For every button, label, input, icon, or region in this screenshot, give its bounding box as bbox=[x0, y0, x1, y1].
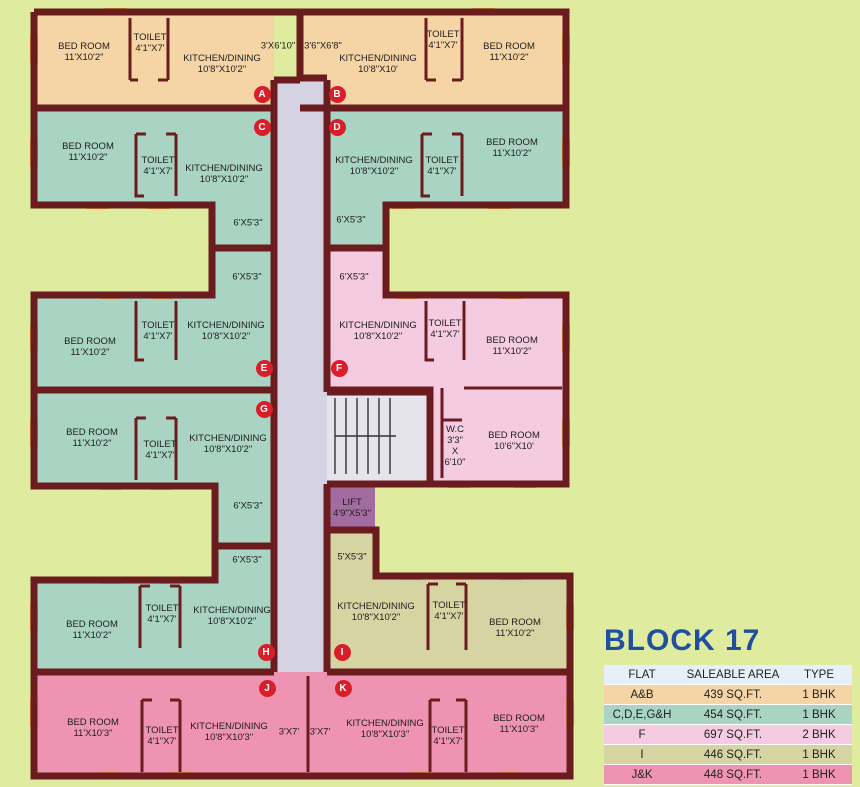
balcony-d: 6'X5'3" bbox=[336, 214, 366, 226]
inner-walls bbox=[128, 18, 562, 772]
lobby-a: 3'X6'10" bbox=[260, 40, 296, 52]
legend-type: 1 BHK bbox=[786, 704, 852, 725]
flat-g-area bbox=[34, 392, 274, 546]
balcony-c: 6'X5'3" bbox=[233, 217, 263, 229]
lobby-j: 3'X7' bbox=[278, 726, 300, 738]
legend-area: 697 SQ.FT. bbox=[680, 724, 786, 745]
balcony-i: 5'X5'3" bbox=[337, 551, 367, 563]
legend-type: 1 BHK bbox=[786, 764, 852, 785]
marker-k: K bbox=[334, 679, 352, 697]
corridor bbox=[274, 80, 327, 672]
legend-flat: F bbox=[604, 724, 680, 745]
legend-flat: A&B bbox=[604, 684, 680, 705]
legend-header-area: SALEABLE AREA bbox=[680, 665, 786, 685]
marker-b: B bbox=[328, 85, 346, 103]
marker-f: F bbox=[330, 359, 348, 377]
marker-j: J bbox=[258, 679, 276, 697]
legend-type: 1 BHK bbox=[786, 684, 852, 705]
legend-header-type: TYPE bbox=[786, 665, 852, 685]
balcony-g: 6'X5'3" bbox=[233, 500, 263, 512]
flat-h-area bbox=[34, 548, 274, 670]
flat-fills bbox=[34, 12, 570, 776]
flat-a-area bbox=[34, 12, 274, 108]
flat-d-area bbox=[327, 108, 566, 248]
marker-g: G bbox=[255, 400, 273, 418]
flat-f-area bbox=[327, 250, 566, 484]
legend-area: 454 SQ.FT. bbox=[680, 704, 786, 725]
marker-a: A bbox=[253, 85, 271, 103]
lobby-b: 3'6"X6'8" bbox=[304, 40, 342, 52]
marker-h: H bbox=[257, 643, 275, 661]
flat-i-area bbox=[327, 530, 570, 670]
legend-header-flat: FLAT bbox=[604, 665, 680, 685]
legend-flat: C,D,E,G&H bbox=[604, 704, 680, 725]
legend-area: 439 SQ.FT. bbox=[680, 684, 786, 705]
legend-area: 448 SQ.FT. bbox=[680, 764, 786, 785]
legend-type: 1 BHK bbox=[786, 744, 852, 765]
legend-flat: I bbox=[604, 744, 680, 765]
flat-k-area bbox=[308, 672, 570, 776]
balcony-f: 6'X5'3" bbox=[339, 271, 369, 283]
legend-flat: J&K bbox=[604, 764, 680, 785]
block-title: BLOCK 17 bbox=[604, 624, 761, 657]
balcony-e: 6'X5'3" bbox=[232, 271, 262, 283]
marker-d: D bbox=[328, 118, 346, 136]
lift-shaft bbox=[328, 487, 375, 529]
legend-type: 2 BHK bbox=[786, 724, 852, 745]
marker-i: I bbox=[333, 643, 351, 661]
walls bbox=[30, 8, 574, 780]
marker-c: C bbox=[253, 118, 271, 136]
lobby-k: 3'X7' bbox=[309, 726, 331, 738]
marker-e: E bbox=[255, 359, 273, 377]
stair-treads bbox=[334, 398, 396, 474]
balcony-h: 6'X5'3" bbox=[232, 554, 262, 566]
legend-area: 446 SQ.FT. bbox=[680, 744, 786, 765]
legend-header-row: FLAT SALEABLE AREA TYPE bbox=[604, 665, 852, 685]
